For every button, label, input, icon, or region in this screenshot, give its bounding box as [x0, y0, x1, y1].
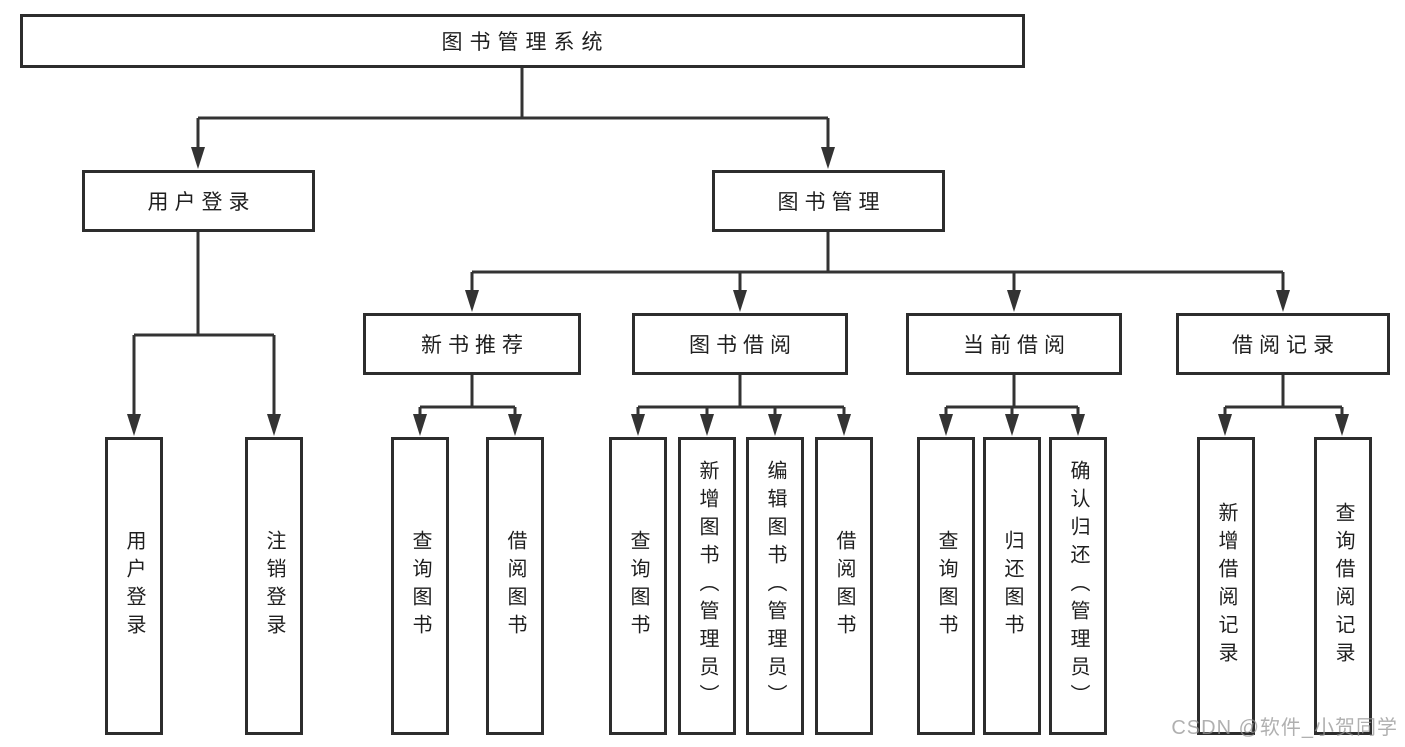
- node-label: 查询借阅记录: [1332, 502, 1354, 670]
- leaf-borrow-books-2: 借阅图书: [815, 437, 873, 735]
- connector-current-borrow-to-leaves: [944, 375, 1080, 416]
- leaf-add-borrow-record: 新增借阅记录: [1197, 437, 1255, 735]
- arrowhead: [1335, 414, 1349, 436]
- arrowheads: [127, 147, 1349, 436]
- node-label: 借阅图书: [833, 530, 855, 642]
- connector-borrow-records-to-leaves: [1223, 375, 1344, 416]
- arrowhead: [191, 147, 205, 169]
- node-label: 借阅图书: [504, 530, 526, 642]
- arrowhead: [1005, 414, 1019, 436]
- connector-book-mgmt-to-level3: [470, 232, 1285, 292]
- leaf-query-books-1: 查询图书: [391, 437, 449, 735]
- node-label: 新书推荐: [421, 334, 529, 357]
- node-label: 查询图书: [409, 530, 431, 642]
- arrowhead: [1071, 414, 1085, 436]
- leaf-query-books-2: 查询图书: [609, 437, 667, 735]
- arrowhead: [837, 414, 851, 436]
- node-label: 图书管理系统: [441, 31, 610, 54]
- node-label: 查询图书: [935, 530, 957, 642]
- connector-book-borrow-to-leaves: [636, 375, 846, 416]
- node-label: 新增借阅记录: [1215, 502, 1237, 670]
- connector-root-to-level2: [196, 68, 830, 150]
- connector-user-login-to-leaves: [132, 232, 276, 416]
- node-label: 图书管理: [777, 191, 886, 214]
- connector-new-books-to-leaves: [418, 375, 517, 416]
- arrowhead: [267, 414, 281, 436]
- node-user-login: 用户登录: [82, 170, 315, 232]
- node-label: 注销登录: [263, 530, 285, 642]
- node-book-borrow: 图书借阅: [632, 313, 848, 375]
- node-current-borrow: 当前借阅: [906, 313, 1122, 375]
- arrowhead: [700, 414, 714, 436]
- node-label: 查询图书: [627, 530, 649, 642]
- leaf-user-login: 用户登录: [105, 437, 163, 735]
- node-root: 图书管理系统: [20, 14, 1025, 68]
- arrowhead: [1007, 290, 1021, 312]
- leaf-edit-books-admin: 编辑图书（管理员）: [746, 437, 804, 735]
- node-label: 图书借阅: [689, 334, 797, 357]
- arrowhead: [768, 414, 782, 436]
- node-label: 用户登录: [123, 530, 145, 642]
- leaf-query-books-3: 查询图书: [917, 437, 975, 735]
- arrowhead: [939, 414, 953, 436]
- node-label: 新增图书（管理员）: [696, 460, 718, 712]
- arrowhead: [733, 290, 747, 312]
- arrowhead: [821, 147, 835, 169]
- arrowhead: [508, 414, 522, 436]
- node-label: 确认归还（管理员）: [1067, 460, 1089, 712]
- arrowhead: [413, 414, 427, 436]
- arrowhead: [465, 290, 479, 312]
- node-label: 用户登录: [147, 191, 256, 214]
- node-label: 借阅记录: [1232, 334, 1340, 357]
- arrowhead: [1276, 290, 1290, 312]
- node-label: 编辑图书（管理员）: [764, 460, 786, 712]
- leaf-add-books-admin: 新增图书（管理员）: [678, 437, 736, 735]
- node-new-books: 新书推荐: [363, 313, 581, 375]
- arrowhead: [127, 414, 141, 436]
- leaf-borrow-books-1: 借阅图书: [486, 437, 544, 735]
- arrowhead: [631, 414, 645, 436]
- arrowhead: [1218, 414, 1232, 436]
- leaf-return-books: 归还图书: [983, 437, 1041, 735]
- leaf-confirm-return-admin: 确认归还（管理员）: [1049, 437, 1107, 735]
- node-borrow-records: 借阅记录: [1176, 313, 1390, 375]
- node-label: 归还图书: [1001, 530, 1023, 642]
- leaf-query-borrow-record: 查询借阅记录: [1314, 437, 1372, 735]
- node-label: 当前借阅: [963, 334, 1071, 357]
- leaf-logout: 注销登录: [245, 437, 303, 735]
- node-book-mgmt: 图书管理: [712, 170, 945, 232]
